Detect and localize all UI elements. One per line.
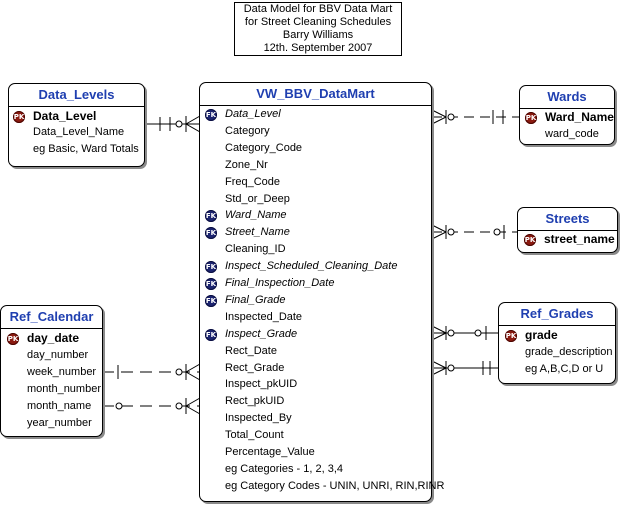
- attribute: Freq_Code: [225, 175, 281, 188]
- attribute: day_number: [27, 349, 89, 361]
- entity-title: Wards: [520, 86, 614, 109]
- entity-title: Ref_Calendar: [1, 306, 102, 329]
- foreign-key-icon: FK: [205, 294, 217, 307]
- primary-key-icon: PK: [505, 330, 517, 342]
- attribute: Final_Inspection_Date: [225, 277, 335, 289]
- entity-data-levels[interactable]: Data_Levels PK Data_Level Data_Level_Nam…: [8, 83, 145, 167]
- foreign-key-icon: FK: [205, 328, 217, 341]
- attribute: street_name: [544, 232, 615, 246]
- title-line: Barry Williams: [282, 29, 354, 41]
- attribute: Inspect_Grade: [225, 327, 298, 340]
- primary-key-icon: PK: [7, 333, 19, 345]
- attribute: Rect_Grade: [225, 361, 285, 374]
- primary-key-icon: PK: [13, 111, 25, 123]
- entity-ref-calendar[interactable]: Ref_Calendar PK day_date day_number week…: [0, 305, 103, 437]
- attribute: Rect_Date: [225, 344, 277, 357]
- attribute: Inspected_Date: [225, 310, 303, 323]
- attribute: Std_or_Deep: [225, 192, 290, 205]
- attribute: Inspect_pkUID: [225, 378, 298, 391]
- attribute: Inspected_By: [225, 412, 292, 425]
- attribute: eg Basic, Ward Totals: [33, 143, 139, 155]
- attribute: Street_Name: [225, 226, 290, 239]
- relationship-datamart-wards: [431, 109, 520, 125]
- attribute: eg A,B,C,D or U: [525, 363, 604, 375]
- attribute: Ward_Name: [225, 209, 287, 222]
- foreign-key-icon: FK: [205, 261, 217, 274]
- foreign-key-icon: FK: [205, 210, 217, 223]
- entity-streets[interactable]: Streets PK street_name: [517, 207, 618, 253]
- attribute: year_number: [27, 417, 92, 429]
- entity-title: VW_BBV_DataMart: [200, 83, 431, 106]
- relationship-calendar-datamart-month: [102, 397, 201, 415]
- attribute: Percentage_Value: [225, 446, 315, 458]
- attribute: Zone_Nr: [225, 158, 268, 171]
- attribute: ward_code: [545, 128, 599, 140]
- relationship-datamart-streets: [431, 224, 518, 240]
- relationship-datamart-grades-final: [431, 325, 498, 341]
- attribute: grade_description: [525, 346, 613, 358]
- attribute: Inspect_Scheduled_Cleaning_Date: [225, 260, 398, 273]
- foreign-key-icon: FK: [205, 278, 217, 290]
- attribute: Data_Level: [33, 109, 97, 123]
- foreign-key-icon: FK: [205, 227, 217, 240]
- title-line: 12th. September 2007: [263, 42, 373, 54]
- entity-title: Streets: [518, 208, 617, 231]
- primary-key-icon: PK: [525, 112, 537, 124]
- relationship-datamart-grades-inspect: [431, 360, 498, 376]
- attribute: Data_Level: [225, 108, 281, 120]
- entity-title: Ref_Grades: [499, 303, 615, 326]
- title-line: for Street Cleaning Schedules: [244, 16, 392, 28]
- primary-key-icon: PK: [524, 234, 536, 246]
- entity-wards[interactable]: Wards PK Ward_Name ward_code: [519, 85, 615, 145]
- diagram-title-note: Data Model for BBV Data Mart for Street …: [234, 2, 402, 56]
- attribute: day_date: [27, 331, 80, 345]
- attribute: Rect_pkUID: [225, 395, 285, 408]
- title-line: Data Model for BBV Data Mart: [243, 3, 393, 15]
- foreign-key-icon: FK: [205, 109, 217, 121]
- attribute: Category: [225, 124, 270, 137]
- attribute: Ward_Name: [545, 110, 614, 124]
- attribute: Total_Count: [225, 429, 284, 442]
- attribute: eg Category Codes - UNIN, UNRI, RIN,RINR: [225, 479, 445, 492]
- attribute: month_name: [27, 400, 92, 412]
- attribute: Data_Level_Name: [33, 126, 125, 138]
- entity-ref-grades[interactable]: Ref_Grades PK grade grade_description eg…: [498, 302, 616, 384]
- attribute: week_number: [27, 366, 97, 378]
- attribute: Cleaning_ID: [225, 243, 286, 256]
- attribute: grade: [525, 328, 558, 342]
- attribute: eg Categories - 1, 2, 3,4: [225, 462, 344, 475]
- attribute: month_number: [27, 383, 101, 395]
- entity-title: Data_Levels: [9, 84, 144, 107]
- attribute: Category_Code: [225, 141, 303, 154]
- attribute: Final_Grade: [225, 293, 286, 306]
- relationship-data-levels-datamart: [144, 115, 201, 133]
- relationship-calendar-datamart-week: [102, 363, 201, 381]
